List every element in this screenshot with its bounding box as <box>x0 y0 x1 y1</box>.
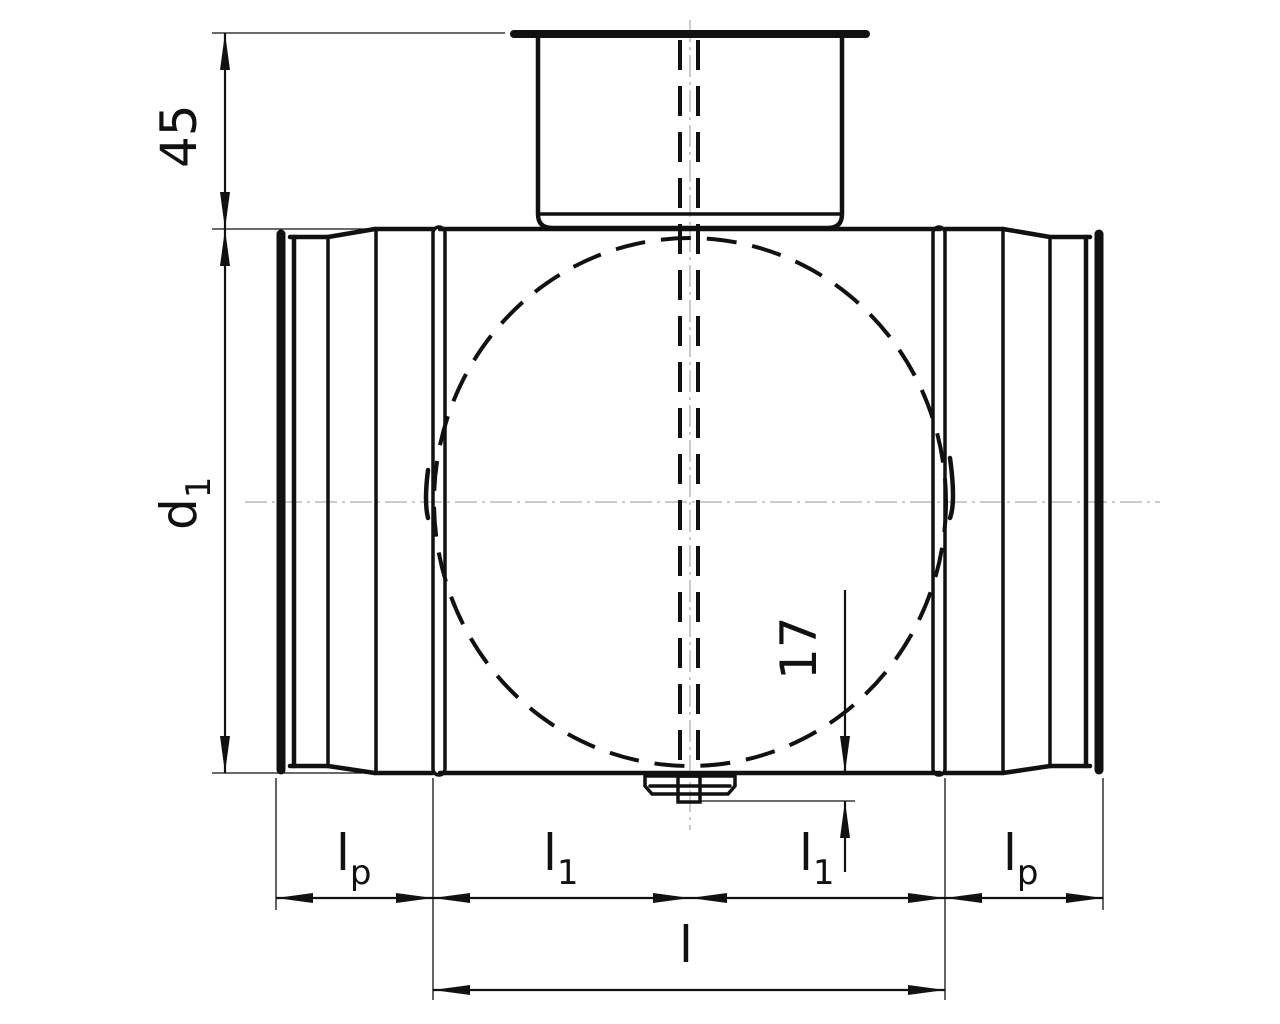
dim-label-45: 45 <box>150 104 208 168</box>
dimension-l: l <box>433 916 945 995</box>
shaft-bearing <box>643 774 737 804</box>
damper-disc-hidden <box>423 236 956 768</box>
dimension-45: 45 <box>150 32 505 230</box>
dim-label-d1-sub: 1 <box>179 477 219 499</box>
dim-label-17: 17 <box>770 616 828 680</box>
dim-label-l1-left: l1 <box>543 824 579 893</box>
dim-label-lp-left-sub: p <box>350 853 372 893</box>
dim-label-lp-left-main: l <box>336 824 350 882</box>
dim-label-l: l <box>679 916 693 974</box>
dim-label-l1-right-main: l <box>799 824 813 882</box>
damper-shaft-hidden <box>678 40 700 775</box>
dimension-17: 17 <box>700 590 855 872</box>
dim-label-l1-right-sub: 1 <box>813 853 835 893</box>
dim-label-l1-right: l1 <box>799 824 835 893</box>
dim-label-l1-left-sub: 1 <box>557 853 579 893</box>
top-outlet <box>510 30 870 231</box>
dim-label-lp-right: lp <box>1003 824 1039 893</box>
dimension-row-segments: lp l1 l1 lp <box>276 824 1103 903</box>
dim-label-lp-right-main: l <box>1003 824 1017 882</box>
extension-lines-bottom <box>275 778 1104 1000</box>
dim-label-lp-right-sub: p <box>1017 853 1039 893</box>
dimension-d1: d1 <box>150 229 430 774</box>
dim-label-d1-main: d <box>150 498 208 530</box>
dim-label-lp-left: lp <box>336 824 372 893</box>
right-spigot <box>942 226 1104 776</box>
left-spigot <box>276 226 436 776</box>
dim-label-d1: d1 <box>150 477 219 530</box>
dim-label-l1-left-main: l <box>543 824 557 882</box>
